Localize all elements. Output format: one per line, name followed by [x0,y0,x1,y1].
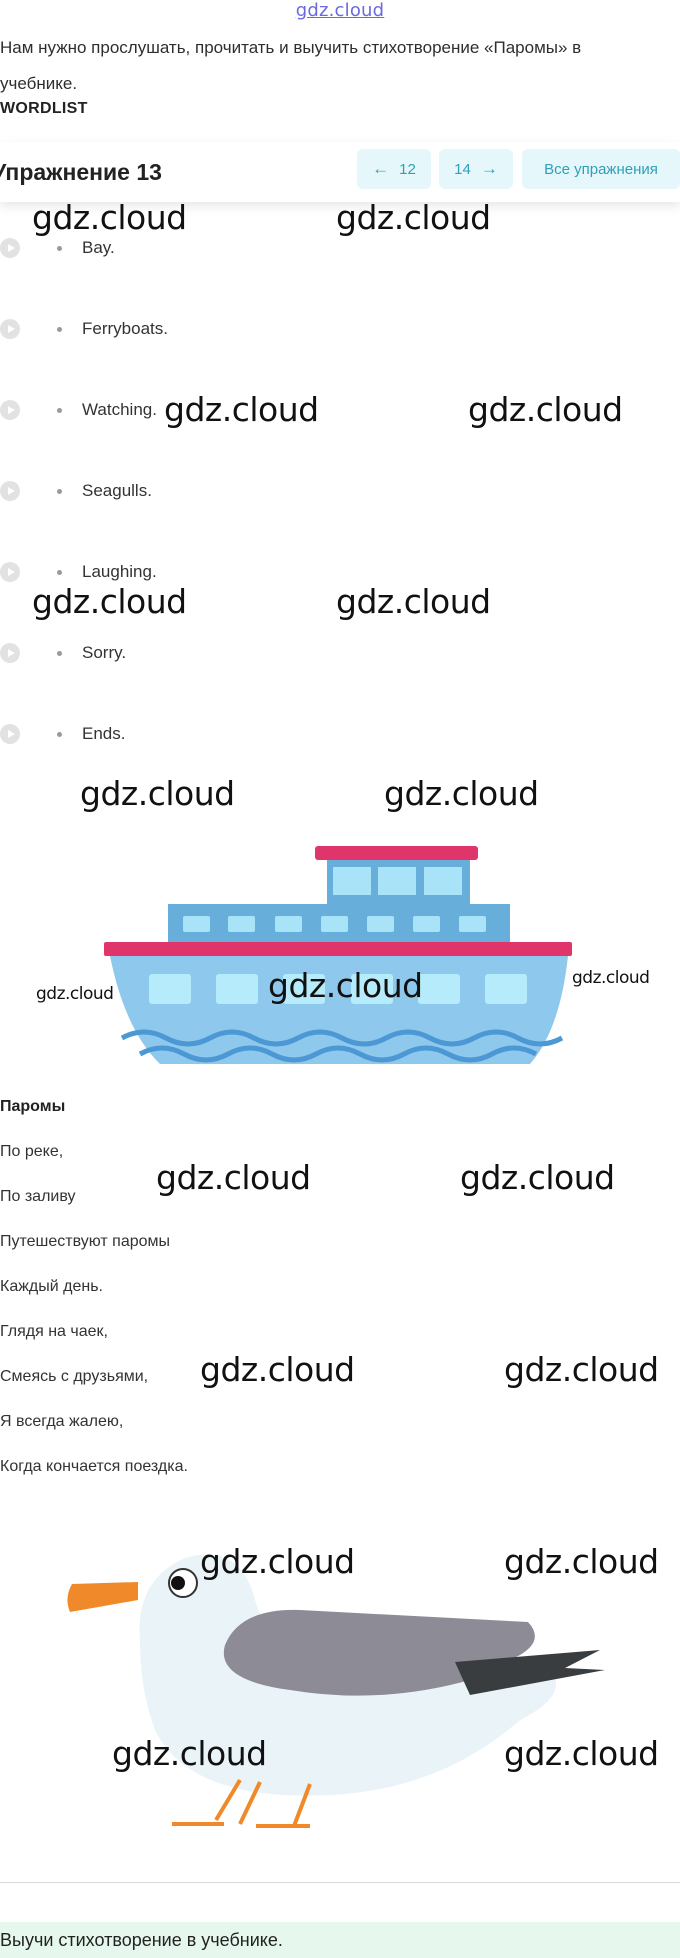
word-item: Laughing. [0,560,400,590]
poem-line: Глядя на чаек, [0,1323,108,1340]
intro-text: Нам нужно прослушать, прочитать и выучит… [0,38,582,93]
watermark-text: gdz.cloud [468,390,623,429]
play-icon[interactable] [0,562,20,582]
bullet-icon [57,489,62,494]
play-icon[interactable] [0,319,20,339]
play-icon[interactable] [0,724,20,744]
word-text: Laughing. [82,562,157,581]
bullet-icon [57,408,62,413]
play-icon[interactable] [0,400,20,420]
word-text: Seagulls. [82,481,152,500]
word-text: Watching. [82,400,157,419]
prev-exercise-label: 12 [399,160,416,178]
poem-line: По реке, [0,1143,64,1160]
poem-line: Путешествуют паромы [0,1233,171,1250]
exercise-title: Упражнение 13 [0,159,162,185]
poem-line: Я всегда жалею, [0,1413,124,1430]
watermark-text: gdz.cloud [32,198,187,237]
word-text: Sorry. [82,643,127,662]
watermark-text: gdz.cloud [336,198,491,237]
poem-line: Смеясь с друзьями, [0,1368,149,1385]
word-item: Seagulls. [0,479,400,509]
all-exercises-button[interactable]: Все упражнения [522,149,680,189]
play-icon[interactable] [0,481,20,501]
site-logo[interactable]: gdz.cloud [295,0,385,21]
play-icon[interactable] [0,238,20,258]
word-item: Ferryboats. [0,317,400,347]
play-icon[interactable] [0,643,20,663]
poem-line: Когда кончается поездка. [0,1458,188,1475]
next-exercise-button[interactable]: 14 → [439,149,513,189]
ferry-illustration-frame [0,780,680,1092]
word-item: Ends. [0,722,400,752]
arrow-right-icon: → [480,159,498,178]
bullet-icon [57,570,62,575]
next-exercise-label: 14 [454,160,471,178]
ferry-illustration [104,846,572,1064]
wordlist-label: WORDLIST [0,100,88,117]
word-text: Ends. [82,724,126,743]
watermark-text: gdz.cloud [156,1158,311,1197]
final-instruction: Выучи стихотворение в учебнике. [0,1922,680,1958]
watermark-text: gdz.cloud [200,1350,355,1389]
poem-line: По заливу [0,1188,76,1205]
seagull-illustration [67,1554,605,1828]
word-text: Bay. [82,238,115,257]
word-item: Watching. [0,398,400,428]
seagull-illustration-frame [0,1490,680,1883]
word-item: Sorry. [0,641,400,671]
poem-title: Паромы [0,1098,66,1115]
exercise-header: Упражнение 13 ← 12 14 → Все упражнения [0,142,680,202]
bullet-icon [57,327,62,332]
bullet-icon [57,732,62,737]
word-item: Bay. [0,236,400,266]
arrow-left-icon: ← [372,159,390,178]
prev-exercise-button[interactable]: ← 12 [357,149,431,189]
bullet-icon [57,651,62,656]
word-text: Ferryboats. [82,319,168,338]
watermark-text: gdz.cloud [504,1350,659,1389]
watermark-text: gdz.cloud [460,1158,615,1197]
bullet-icon [57,246,62,251]
poem-line: Каждый день. [0,1278,103,1295]
